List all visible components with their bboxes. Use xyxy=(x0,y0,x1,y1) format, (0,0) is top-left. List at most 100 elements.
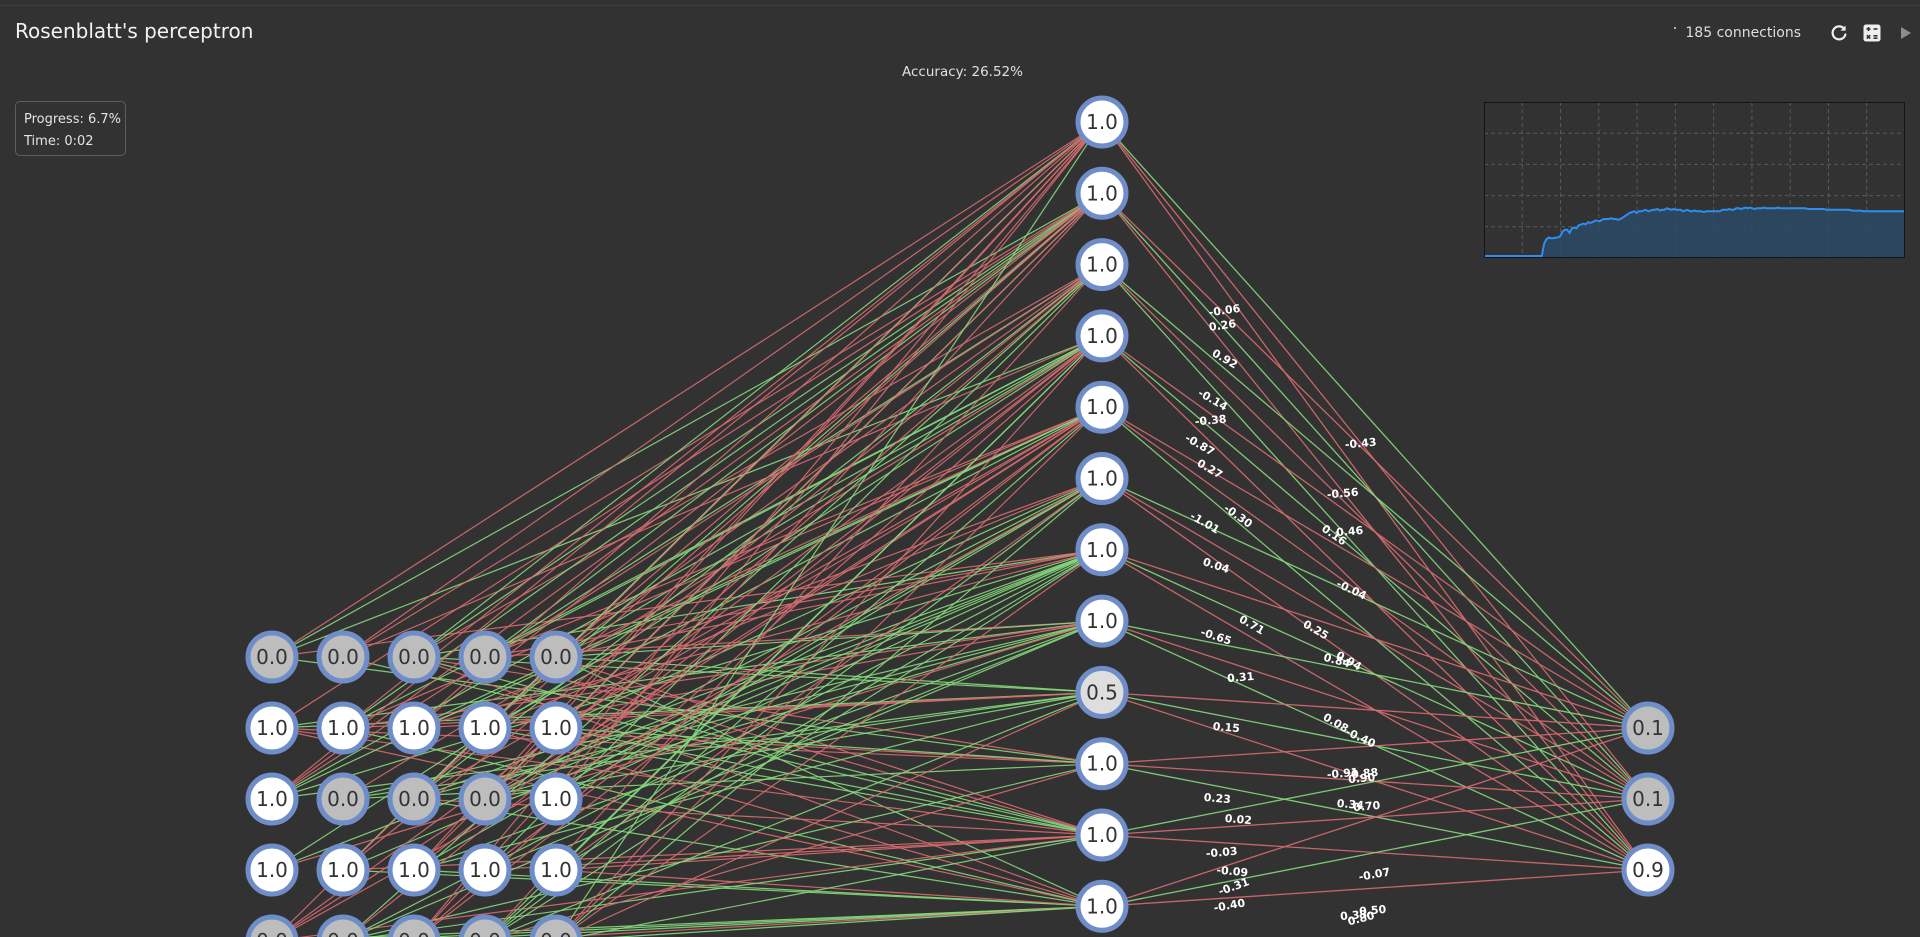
node-circle xyxy=(458,630,512,684)
calculator-icon xyxy=(1863,24,1881,42)
settings-button[interactable] xyxy=(1857,18,1887,48)
input-node-r3-c3[interactable]: 0.0 xyxy=(387,772,441,826)
input-node-r2-c2[interactable]: 1.0 xyxy=(316,701,370,755)
toolbar: 185 connections xyxy=(1674,18,1920,48)
weight-label: 0.02 xyxy=(1224,812,1252,827)
connection-input-hidden-83 xyxy=(484,121,1103,800)
connection-h8-o1 xyxy=(1101,620,1649,729)
node-circle xyxy=(245,701,299,755)
hidden-node-8[interactable]: 1.0 xyxy=(1075,594,1129,648)
node-value: 1.0 xyxy=(1086,395,1118,419)
weight-label: -0.91 xyxy=(1326,766,1359,782)
weight-label: -0.43 xyxy=(1344,436,1377,452)
node-value: 1.0 xyxy=(327,716,359,740)
connection-h6-o1 xyxy=(1101,477,1649,729)
node-circle xyxy=(1075,95,1129,149)
input-node-r1-c2[interactable]: 0.0 xyxy=(316,630,370,684)
node-circle xyxy=(316,914,370,937)
connection-input-hidden-60 xyxy=(555,406,1103,729)
hidden-node-9[interactable]: 0.5 xyxy=(1075,665,1129,719)
weight-label: 0.46 xyxy=(1336,524,1365,539)
play-button[interactable] xyxy=(1890,18,1920,48)
node-circle xyxy=(316,701,370,755)
node-value: 1.0 xyxy=(1086,253,1118,277)
hidden-node-6[interactable]: 1.0 xyxy=(1075,452,1129,505)
node-circle xyxy=(387,772,441,826)
node-value: 1.0 xyxy=(398,716,430,740)
node-value: 1.0 xyxy=(256,858,288,882)
input-node-r2-c1[interactable]: 1.0 xyxy=(245,701,299,755)
input-node-r2-c5[interactable]: 1.0 xyxy=(529,701,583,755)
connection-input-hidden-102 xyxy=(413,121,1103,871)
output-node-2[interactable]: 0.1 xyxy=(1621,772,1675,826)
hidden-node-12[interactable]: 1.0 xyxy=(1075,879,1129,933)
input-node-r1-c3[interactable]: 0.0 xyxy=(387,630,441,684)
hidden-node-11[interactable]: 1.0 xyxy=(1075,808,1129,862)
node-value: 1.0 xyxy=(256,716,288,740)
input-node-r4-c4[interactable]: 1.0 xyxy=(458,843,512,897)
reset-button[interactable] xyxy=(1824,18,1854,48)
node-circle xyxy=(1075,879,1129,933)
hidden-node-2[interactable]: 1.0 xyxy=(1075,166,1129,220)
node-value: 1.0 xyxy=(1086,110,1118,134)
input-node-r2-c3[interactable]: 1.0 xyxy=(387,701,441,755)
hidden-node-3[interactable]: 1.0 xyxy=(1075,238,1129,292)
connection-input-hidden-6 xyxy=(342,121,1103,658)
node-value: 1.0 xyxy=(1086,181,1118,205)
input-node-r2-c4[interactable]: 1.0 xyxy=(458,701,512,755)
input-node-r3-c5[interactable]: 1.0 xyxy=(529,772,583,826)
hidden-node-5[interactable]: 1.0 xyxy=(1075,380,1129,434)
input-node-r5-c3[interactable]: 0.0 xyxy=(387,914,441,937)
connection-h12-o1 xyxy=(1101,727,1649,907)
input-node-r1-c5[interactable]: 0.0 xyxy=(529,630,583,684)
connection-h10-o1 xyxy=(1101,727,1649,765)
input-node-r5-c5[interactable]: 0.0 xyxy=(529,914,583,937)
weight-label: -0.40 xyxy=(1213,896,1247,914)
hidden-node-1[interactable]: 1.0 xyxy=(1075,95,1129,149)
weight-label: -0.87 xyxy=(1183,431,1217,458)
nodes-layer: 0.0 0.0 0.0 0.0 0.0 1.0 1.0 1.0 1.0 1.0 1.0 0.0 0.0 0… xyxy=(245,95,1675,937)
input-node-r4-c2[interactable]: 1.0 xyxy=(316,843,370,897)
connection-input-hidden-108 xyxy=(413,869,1103,907)
accuracy-label: Accuracy: 26.52% xyxy=(902,64,1023,80)
node-value: 0.0 xyxy=(469,929,501,937)
input-node-r4-c3[interactable]: 1.0 xyxy=(387,843,441,897)
weight-label: 0.04 xyxy=(1201,555,1231,576)
input-node-r1-c4[interactable]: 0.0 xyxy=(458,630,512,684)
connection-input-hidden-135 xyxy=(481,905,1103,937)
connection-input-hidden-125 xyxy=(347,335,1103,937)
input-node-r1-c1[interactable]: 0.0 xyxy=(245,630,299,684)
connection-input-hidden-147 xyxy=(559,478,1103,937)
hidden-node-4[interactable]: 1.0 xyxy=(1075,309,1129,363)
input-node-r5-c4[interactable]: 0.0 xyxy=(458,914,512,937)
connection-h5-o1 xyxy=(1101,406,1649,729)
input-node-r3-c1[interactable]: 1.0 xyxy=(245,772,299,826)
node-value: 1.0 xyxy=(540,716,572,740)
node-circle xyxy=(245,630,299,684)
weight-label: 0.25 xyxy=(1301,618,1331,643)
weight-label: 0.33 xyxy=(1340,908,1368,923)
input-node-r3-c4[interactable]: 0.0 xyxy=(458,772,512,826)
weight-label: 0.50 xyxy=(1359,903,1388,918)
node-circle xyxy=(529,630,583,684)
node-value: 1.0 xyxy=(469,716,501,740)
hidden-node-7[interactable]: 1.0 xyxy=(1075,523,1129,577)
input-node-r5-c2[interactable]: 0.0 xyxy=(316,914,370,937)
connection-input-hidden-148 xyxy=(560,549,1103,937)
input-node-r5-c1[interactable]: 0.0 xyxy=(245,914,299,937)
hidden-node-10[interactable]: 1.0 xyxy=(1075,737,1129,791)
node-value: 0.9 xyxy=(1632,858,1664,882)
input-node-r4-c1[interactable]: 1.0 xyxy=(245,843,299,897)
node-circle xyxy=(1075,737,1129,791)
node-circle xyxy=(316,772,370,826)
node-value: 1.0 xyxy=(540,858,572,882)
input-node-r3-c2[interactable]: 0.0 xyxy=(316,772,370,826)
output-node-1[interactable]: 0.1 xyxy=(1621,701,1675,755)
output-node-3[interactable]: 0.9 xyxy=(1621,843,1675,897)
connection-input-hidden-139 xyxy=(489,478,1103,937)
node-value: 1.0 xyxy=(1086,752,1118,776)
accuracy-chart xyxy=(1484,102,1905,258)
input-node-r4-c5[interactable]: 1.0 xyxy=(529,843,583,897)
node-value: 0.0 xyxy=(256,645,288,669)
